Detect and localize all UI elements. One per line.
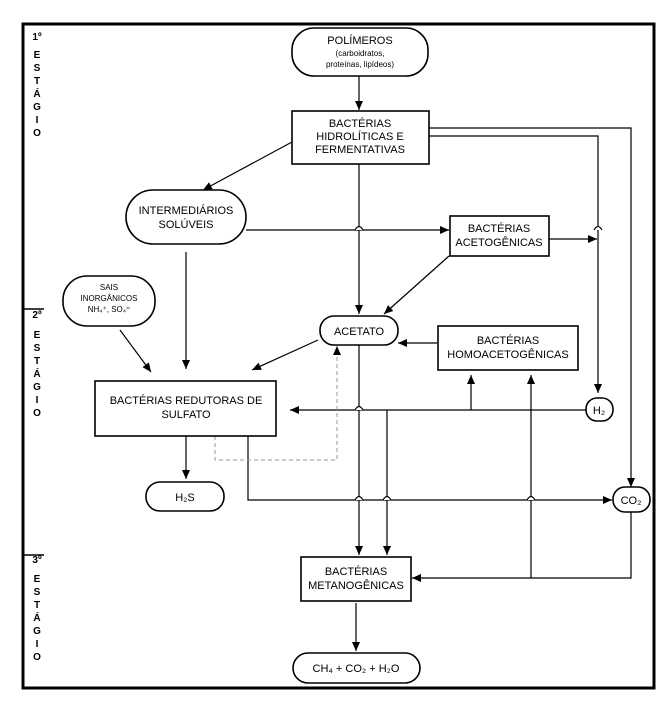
node-sais: SAIS INORGÂNICOS NH₄⁺, SO₄⁼ [62,275,156,327]
node-label: BACTÉRIAS [477,334,539,347]
node-produtos: CH₄ + CO₂ + H₂O [292,652,421,684]
node-label: INORGÂNICOS [81,294,138,303]
arrow-hidroliticas-co2 [429,127,635,487]
node-h2s: H₂S [145,481,225,512]
node-label: METANOGÊNICAS [308,579,404,592]
connectors [119,76,635,582]
line-crossing [354,225,364,231]
arrow-acetogenicas-acetato [383,255,450,315]
node-label: HIDROLÍTICAS E [316,130,403,143]
node-label: NH₄⁺, SO₄⁼ [88,305,131,314]
line-crossing [354,405,364,411]
line-crossing [382,495,392,501]
arrow-redutoras-co2 [247,436,612,504]
node-label: H₂ [593,405,605,417]
node-label: HOMOACETOGÊNICAS [447,348,568,361]
dashed-redutoras-acetato [214,346,341,461]
node-label: (carboidratos, [336,49,385,58]
node-label: POLÍMEROS [327,34,392,47]
arrow-acetato-redutoras [251,339,319,371]
node-label: FERMENTATIVAS [315,144,405,156]
node-polimeros: POLÍMEROS (carboidratos, proteínas, lipí… [291,27,429,77]
node-homoacetogenicas: BACTÉRIAS HOMOACETOGÊNICAS [437,325,579,371]
node-redutoras: BACTÉRIAS REDUTORAS DE SULFATO [94,380,277,437]
node-acetogenicas: BACTÉRIAS ACETOGÊNICAS [449,215,550,257]
arrow-co2-metanogenicas [412,512,632,582]
node-h2: H₂ [585,397,614,422]
node-label: H₂S [175,492,195,504]
node-hidroliticas: BACTÉRIAS HIDROLÍTICAS E FERMENTATIVAS [291,110,430,165]
line-crossing [354,495,364,501]
stage-number: 2º [32,310,42,321]
node-label: BACTÉRIAS [325,565,387,578]
node-acetato: ACETATO [319,315,399,346]
node-label: ACETATO [334,326,385,338]
diagram-frame [21,22,656,690]
arrow-hidroliticas-h2 [429,135,602,393]
node-label: CH₄ + CO₂ + H₂O [313,663,400,675]
node-label: SOLÚVEIS [158,218,213,231]
node-label: CO₂ [621,495,642,507]
node-metanogenicas: BACTÉRIAS METANOGÊNICAS [300,556,412,602]
node-label: INTERMEDIÁRIOS [139,204,234,217]
node-label: SAIS [100,283,118,292]
line-crossing [593,225,603,231]
node-intermediarios: INTERMEDIÁRIOS SOLÚVEIS [125,189,247,245]
node-label: ACETOGÊNICAS [455,236,542,249]
line-crossing [526,495,536,501]
node-label: BACTÉRIAS [329,117,391,130]
node-label: SULFATO [161,409,211,421]
stage-number: 1º [32,32,42,43]
node-label: BACTÉRIAS [468,222,530,235]
node-co2: CO₂ [612,486,651,513]
arrow-hidroliticas-intermediarios [202,141,293,191]
node-label: BACTÉRIAS REDUTORAS DE [110,394,263,407]
stage-number: 3º [32,555,42,566]
arrow-sais-redutoras [119,329,152,373]
node-label: proteínas, lipídeos) [326,60,394,69]
